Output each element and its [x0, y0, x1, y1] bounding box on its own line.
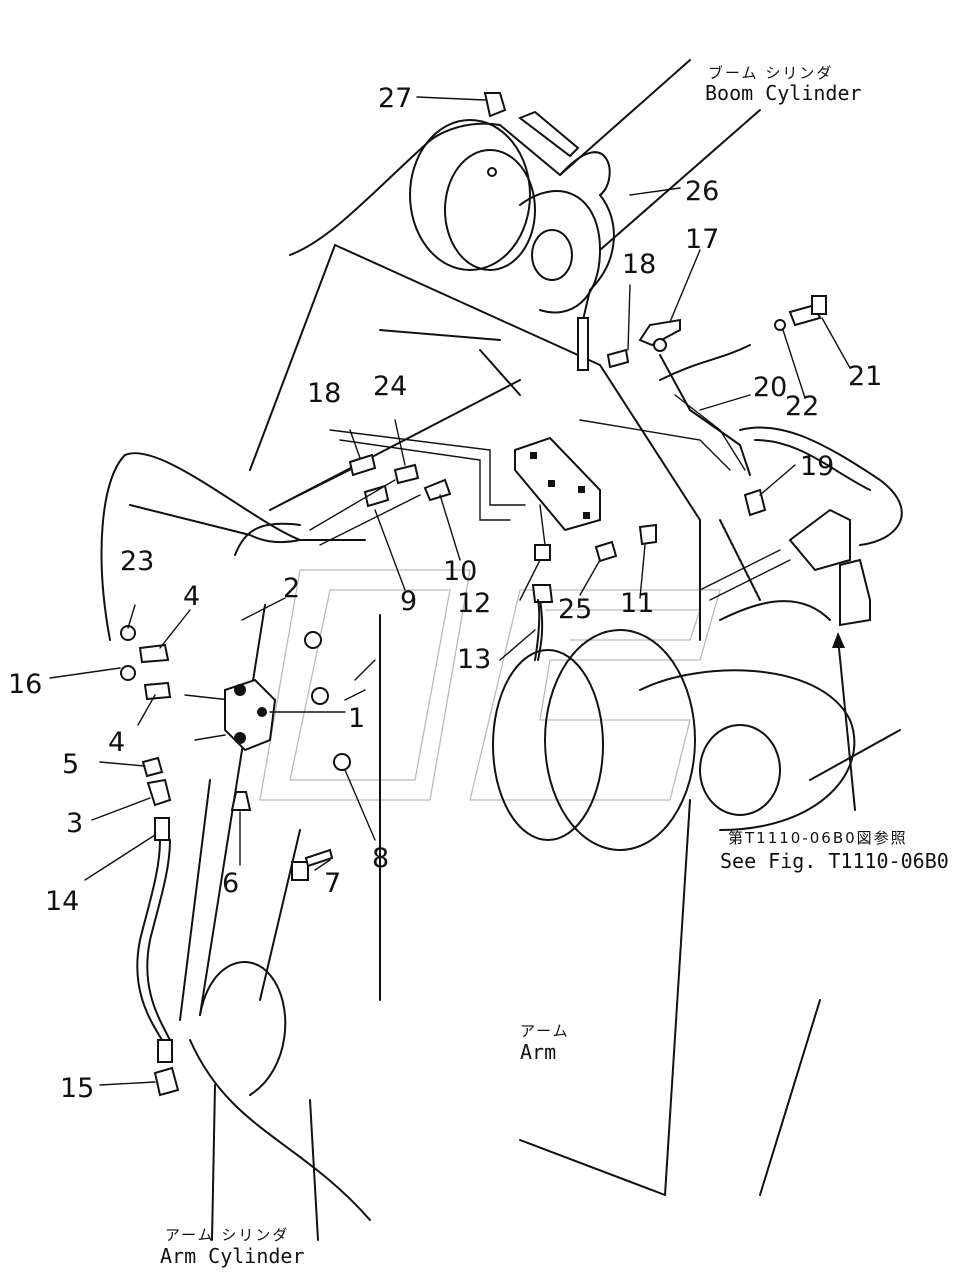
callout-25: 25 — [558, 594, 592, 625]
callout-26: 26 — [685, 176, 719, 207]
callout-20: 20 — [753, 372, 787, 403]
arm-cylinder-jp: アーム シリンダ — [165, 1226, 289, 1244]
callout-23: 23 — [120, 546, 154, 577]
callout-1: 1 — [348, 703, 365, 734]
parts — [120, 92, 871, 1097]
callout-27: 27 — [378, 83, 412, 114]
callout-13: 13 — [457, 644, 491, 675]
callout-24: 24 — [373, 371, 407, 402]
callout-18-top: 18 — [622, 249, 656, 280]
arm-jp: アーム — [520, 1022, 570, 1040]
callout-3: 3 — [66, 808, 83, 839]
callout-17: 17 — [685, 224, 719, 255]
hose-lines — [100, 151, 903, 1041]
arm-structure — [179, 600, 901, 1241]
callout-4-top: 4 — [183, 581, 200, 612]
callout-21: 21 — [848, 361, 882, 392]
callout-14: 14 — [45, 886, 79, 917]
callout-2: 2 — [283, 573, 300, 604]
boom-cylinder-label: Boom Cylinder — [705, 81, 862, 105]
callout-10: 10 — [443, 556, 477, 587]
callout-8: 8 — [372, 843, 389, 874]
leader-lines — [49, 96, 856, 1086]
callouts: 27 26 17 18 21 22 20 19 18 24 10 9 12 25… — [8, 83, 882, 1104]
callout-12: 12 — [457, 588, 491, 619]
callout-15: 15 — [60, 1073, 94, 1104]
callout-6: 6 — [222, 868, 239, 899]
valve-block-1 — [224, 678, 277, 752]
callout-4-bottom: 4 — [108, 727, 125, 758]
callout-22: 22 — [785, 391, 819, 422]
callout-19: 19 — [800, 451, 834, 482]
callout-9: 9 — [400, 586, 417, 617]
see-fig-jp: 第T1110-06B0図参照 — [728, 829, 908, 847]
arm-cylinder-label: Arm Cylinder — [160, 1244, 305, 1268]
callout-18-left: 18 — [307, 378, 341, 409]
callout-7: 7 — [324, 868, 341, 899]
annotations: ブーム シリンダ Boom Cylinder アーム Arm アーム シリンダ … — [160, 64, 949, 1268]
callout-16: 16 — [8, 669, 42, 700]
arm-label: Arm — [520, 1040, 556, 1064]
callout-11: 11 — [620, 588, 654, 619]
boom-cylinder-jp: ブーム シリンダ — [708, 64, 833, 82]
see-fig-label: See Fig. T1110-06B0 — [720, 849, 949, 873]
watermark — [259, 569, 721, 801]
boom-structure — [249, 59, 761, 641]
callout-5: 5 — [62, 749, 79, 780]
